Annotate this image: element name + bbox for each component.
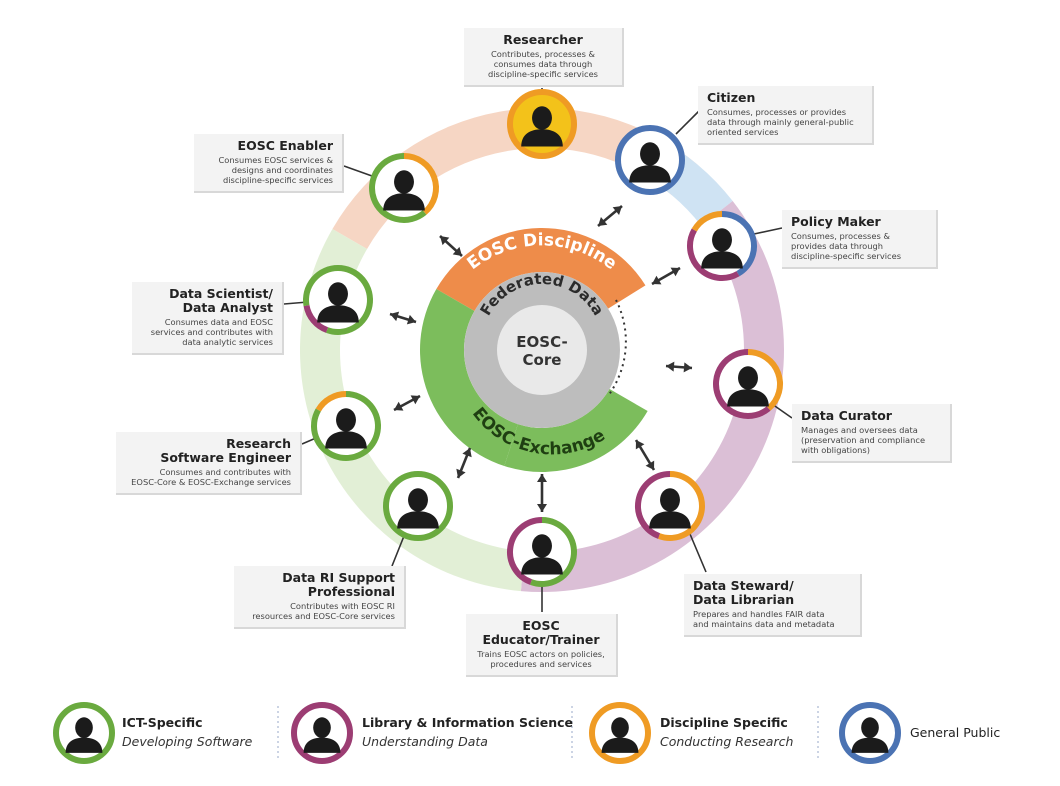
- avatar-ring-segment: [303, 265, 339, 307]
- leader-line: [771, 403, 793, 419]
- actor-node-steward: [635, 471, 705, 541]
- double-arrow: [651, 266, 681, 286]
- actor-node-curator: [713, 349, 783, 419]
- card-researcher: Researcher Contributes, processes & cons…: [464, 28, 624, 87]
- legend-avatar-ict: [53, 702, 115, 764]
- actor-nodes: [303, 89, 783, 587]
- card-educator: EOSC Educator/Trainer Trains EOSC actors…: [466, 614, 618, 677]
- card-ri-support: Data RI Support Professional Contributes…: [234, 566, 406, 629]
- card-title: Policy Maker: [791, 214, 881, 229]
- card-desc: Consumes data and EOSC services and cont…: [150, 317, 273, 347]
- legend-public-title: General Public: [910, 725, 1001, 740]
- card-title: Data Scientist/ Data Analyst: [169, 286, 273, 315]
- card-desc: Contributes, processes & consumes data t…: [487, 49, 599, 79]
- card-title: EOSC Educator/Trainer: [482, 618, 600, 647]
- avatar-ring-segment: [658, 471, 705, 541]
- card-citizen: Citizen Consumes, processes or provides …: [698, 86, 874, 145]
- double-arrow: [393, 394, 421, 412]
- avatar-ring-segment: [303, 304, 329, 333]
- card-desc: Consumes, processes & provides data thro…: [791, 231, 902, 261]
- legend-ict-sub: Developing Software: [122, 734, 253, 749]
- double-arrow: [634, 439, 656, 471]
- card-title: Data RI Support Professional: [282, 570, 395, 599]
- eosc-core-circle: [497, 305, 587, 395]
- band-segment: [520, 201, 784, 592]
- card-title: Researcher: [503, 32, 583, 47]
- legend-library-sub: Understanding Data: [362, 734, 488, 749]
- leader-line: [343, 165, 373, 177]
- card-desc: Consumes, processes or provides data thr…: [707, 107, 854, 137]
- leader-line: [689, 533, 707, 573]
- card-desc: Contributes with EOSC RI resources and E…: [252, 601, 395, 621]
- avatar-ring-segment: [315, 391, 347, 412]
- band-segment: [299, 229, 525, 592]
- double-arrow: [456, 447, 472, 479]
- avatar-ring: [615, 125, 685, 195]
- avatar-ring-segment: [687, 228, 740, 281]
- double-arrow: [665, 361, 693, 373]
- actor-node-scientist: [303, 265, 373, 335]
- legend-discipline-sub: Conducting Research: [660, 734, 794, 749]
- avatar-ring-segment: [747, 349, 783, 411]
- leader-line: [675, 109, 701, 135]
- card-desc: Consumes EOSC services & designs and coo…: [218, 155, 333, 185]
- leader-lines: [283, 88, 793, 612]
- actor-node-rse: [311, 391, 381, 461]
- card-desc: Manages and oversees data (preservation …: [801, 425, 926, 455]
- legend-discipline-title: Discipline Specific: [660, 715, 788, 730]
- actor-node-enabler: [369, 153, 439, 223]
- legend-avatar-public: [839, 702, 901, 764]
- actor-node-citizen: [615, 125, 685, 195]
- eosc-core-label-2: Core: [523, 351, 562, 369]
- band-segment: [332, 107, 698, 249]
- card-title: Citizen: [707, 90, 756, 105]
- legend-icons: [53, 702, 901, 764]
- actor-node-educator: [507, 517, 577, 587]
- eosc-core-label-1: EOSC-: [516, 333, 567, 351]
- eosc-discipline-sector: [436, 228, 646, 311]
- card-policy-maker: Policy Maker Consumes, processes & provi…: [782, 210, 938, 269]
- avatar-ring-segment: [635, 471, 671, 539]
- eosc-exchange-tail: [504, 389, 648, 472]
- avatar-ring: [507, 89, 577, 159]
- avatar-ring-segment: [403, 153, 439, 215]
- double-arrow: [597, 205, 623, 227]
- card-desc: Trains EOSC actors on policies, procedur…: [477, 649, 605, 669]
- legend-ict-title: ICT-Specific: [122, 715, 203, 730]
- legend-library-title: Library & Information Science: [362, 715, 573, 730]
- avatar-ring-segment: [713, 349, 771, 419]
- legend-avatar-library: [291, 702, 353, 764]
- card-data-steward: Data Steward/ Data Librarian Prepares an…: [684, 574, 862, 637]
- leader-line: [753, 227, 783, 235]
- avatar-ring-segment: [311, 391, 381, 461]
- card-title: Data Curator: [801, 408, 892, 423]
- avatar-ring-segment: [721, 211, 757, 277]
- avatar-ring-segment: [530, 517, 577, 587]
- avatar-ring: [383, 471, 453, 541]
- double-arrow: [389, 311, 417, 325]
- actor-node-support: [383, 471, 453, 541]
- card-desc: Prepares and handles FAIR data and maint…: [693, 609, 835, 629]
- double-arrow: [537, 474, 547, 512]
- card-data-curator: Data Curator Manages and oversees data (…: [792, 404, 952, 463]
- avatar-ring-segment: [691, 211, 723, 232]
- card-title: Research Software Engineer: [160, 436, 291, 465]
- double-arrow: [439, 235, 463, 257]
- card-title: EOSC Enabler: [237, 138, 333, 153]
- card-desc: Consumes and contributes with EOSC-Core …: [131, 467, 291, 487]
- card-eosc-enabler: EOSC Enabler Consumes EOSC services & de…: [194, 134, 344, 193]
- card-title: Data Steward/ Data Librarian: [693, 578, 795, 607]
- leader-line: [391, 535, 405, 567]
- connection-arrows: [389, 205, 693, 512]
- eosc-exchange-sector: [419, 289, 518, 467]
- avatar-ring-segment: [369, 153, 427, 223]
- actor-node-researcher: [507, 89, 577, 159]
- card-rse: Research Software Engineer Consumes and …: [116, 432, 302, 495]
- actor-node-policy: [687, 211, 757, 281]
- card-data-scientist: Data Scientist/ Data Analyst Consumes da…: [132, 282, 284, 355]
- legend-avatar-discipline: [589, 702, 651, 764]
- avatar-ring-segment: [507, 517, 543, 585]
- avatar-ring-segment: [326, 265, 373, 335]
